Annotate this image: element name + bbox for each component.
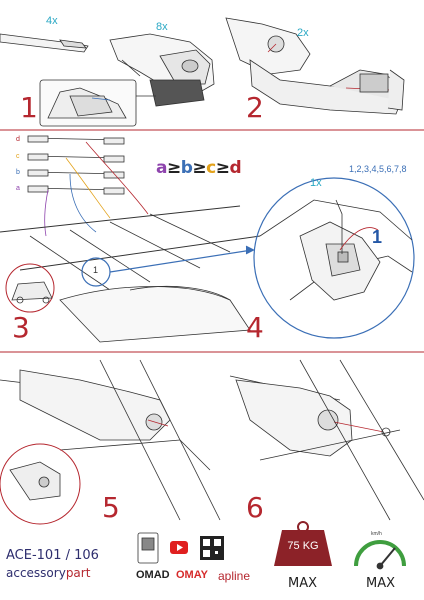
bar-order-formula: a≥b≥c≥d bbox=[156, 158, 242, 178]
step4-drawing bbox=[253, 177, 415, 339]
callout-number: 1 bbox=[93, 265, 99, 275]
step1-drawing bbox=[0, 33, 215, 127]
bar-letter-b: b bbox=[16, 169, 20, 176]
order-part: ≥ bbox=[215, 158, 230, 178]
max-weight-value: 75 KG bbox=[287, 540, 319, 552]
step-number-4: 4 bbox=[246, 311, 264, 344]
count-key: 1x bbox=[310, 177, 322, 189]
order-part: c bbox=[206, 158, 216, 178]
step-number-6: 6 bbox=[246, 491, 264, 524]
order-part: a bbox=[156, 158, 167, 178]
brand-part: part bbox=[65, 566, 91, 580]
max-weight-label: MAX bbox=[288, 576, 318, 591]
weight-icon bbox=[274, 530, 332, 566]
bar-letter-d: d bbox=[16, 136, 20, 143]
tighten-number: 1 bbox=[372, 227, 383, 247]
screw-sequence: 1,2,3,4,5,6,7,8 bbox=[349, 164, 407, 174]
step5-drawing bbox=[0, 359, 221, 525]
order-part: ≥ bbox=[166, 158, 181, 178]
bar-letter-c: c bbox=[16, 153, 20, 160]
brand-omad: OMAD bbox=[136, 569, 170, 581]
speed-unit: km/h bbox=[371, 531, 382, 537]
brand-accessorypart: accessorypart bbox=[6, 567, 90, 579]
step-number-5: 5 bbox=[102, 491, 120, 524]
bar-letter-a: a bbox=[16, 185, 20, 192]
step3-drawing bbox=[0, 135, 261, 343]
footer-icons bbox=[137, 521, 406, 570]
max-speed-label: MAX bbox=[366, 576, 396, 591]
order-part: d bbox=[229, 158, 242, 178]
step-number-2: 2 bbox=[246, 91, 264, 124]
brand-accessory: accessory bbox=[6, 566, 66, 580]
order-part: ≥ bbox=[192, 158, 207, 178]
step2-drawing bbox=[225, 17, 405, 115]
count-bolts: 8x bbox=[156, 21, 168, 33]
speedometer-icon bbox=[354, 540, 406, 567]
step-number-3: 3 bbox=[12, 311, 30, 344]
phone-icon bbox=[137, 532, 159, 564]
count-bars: 4x bbox=[46, 15, 58, 27]
step6-drawing bbox=[229, 359, 424, 521]
count-screws: 2x bbox=[297, 27, 309, 39]
step-number-1: 1 bbox=[20, 91, 38, 124]
product-code: ACE-101 / 106 bbox=[6, 548, 99, 563]
brand-apline: apline bbox=[218, 569, 251, 583]
order-part: b bbox=[180, 158, 193, 178]
brand-omay: OMAY bbox=[176, 569, 208, 581]
